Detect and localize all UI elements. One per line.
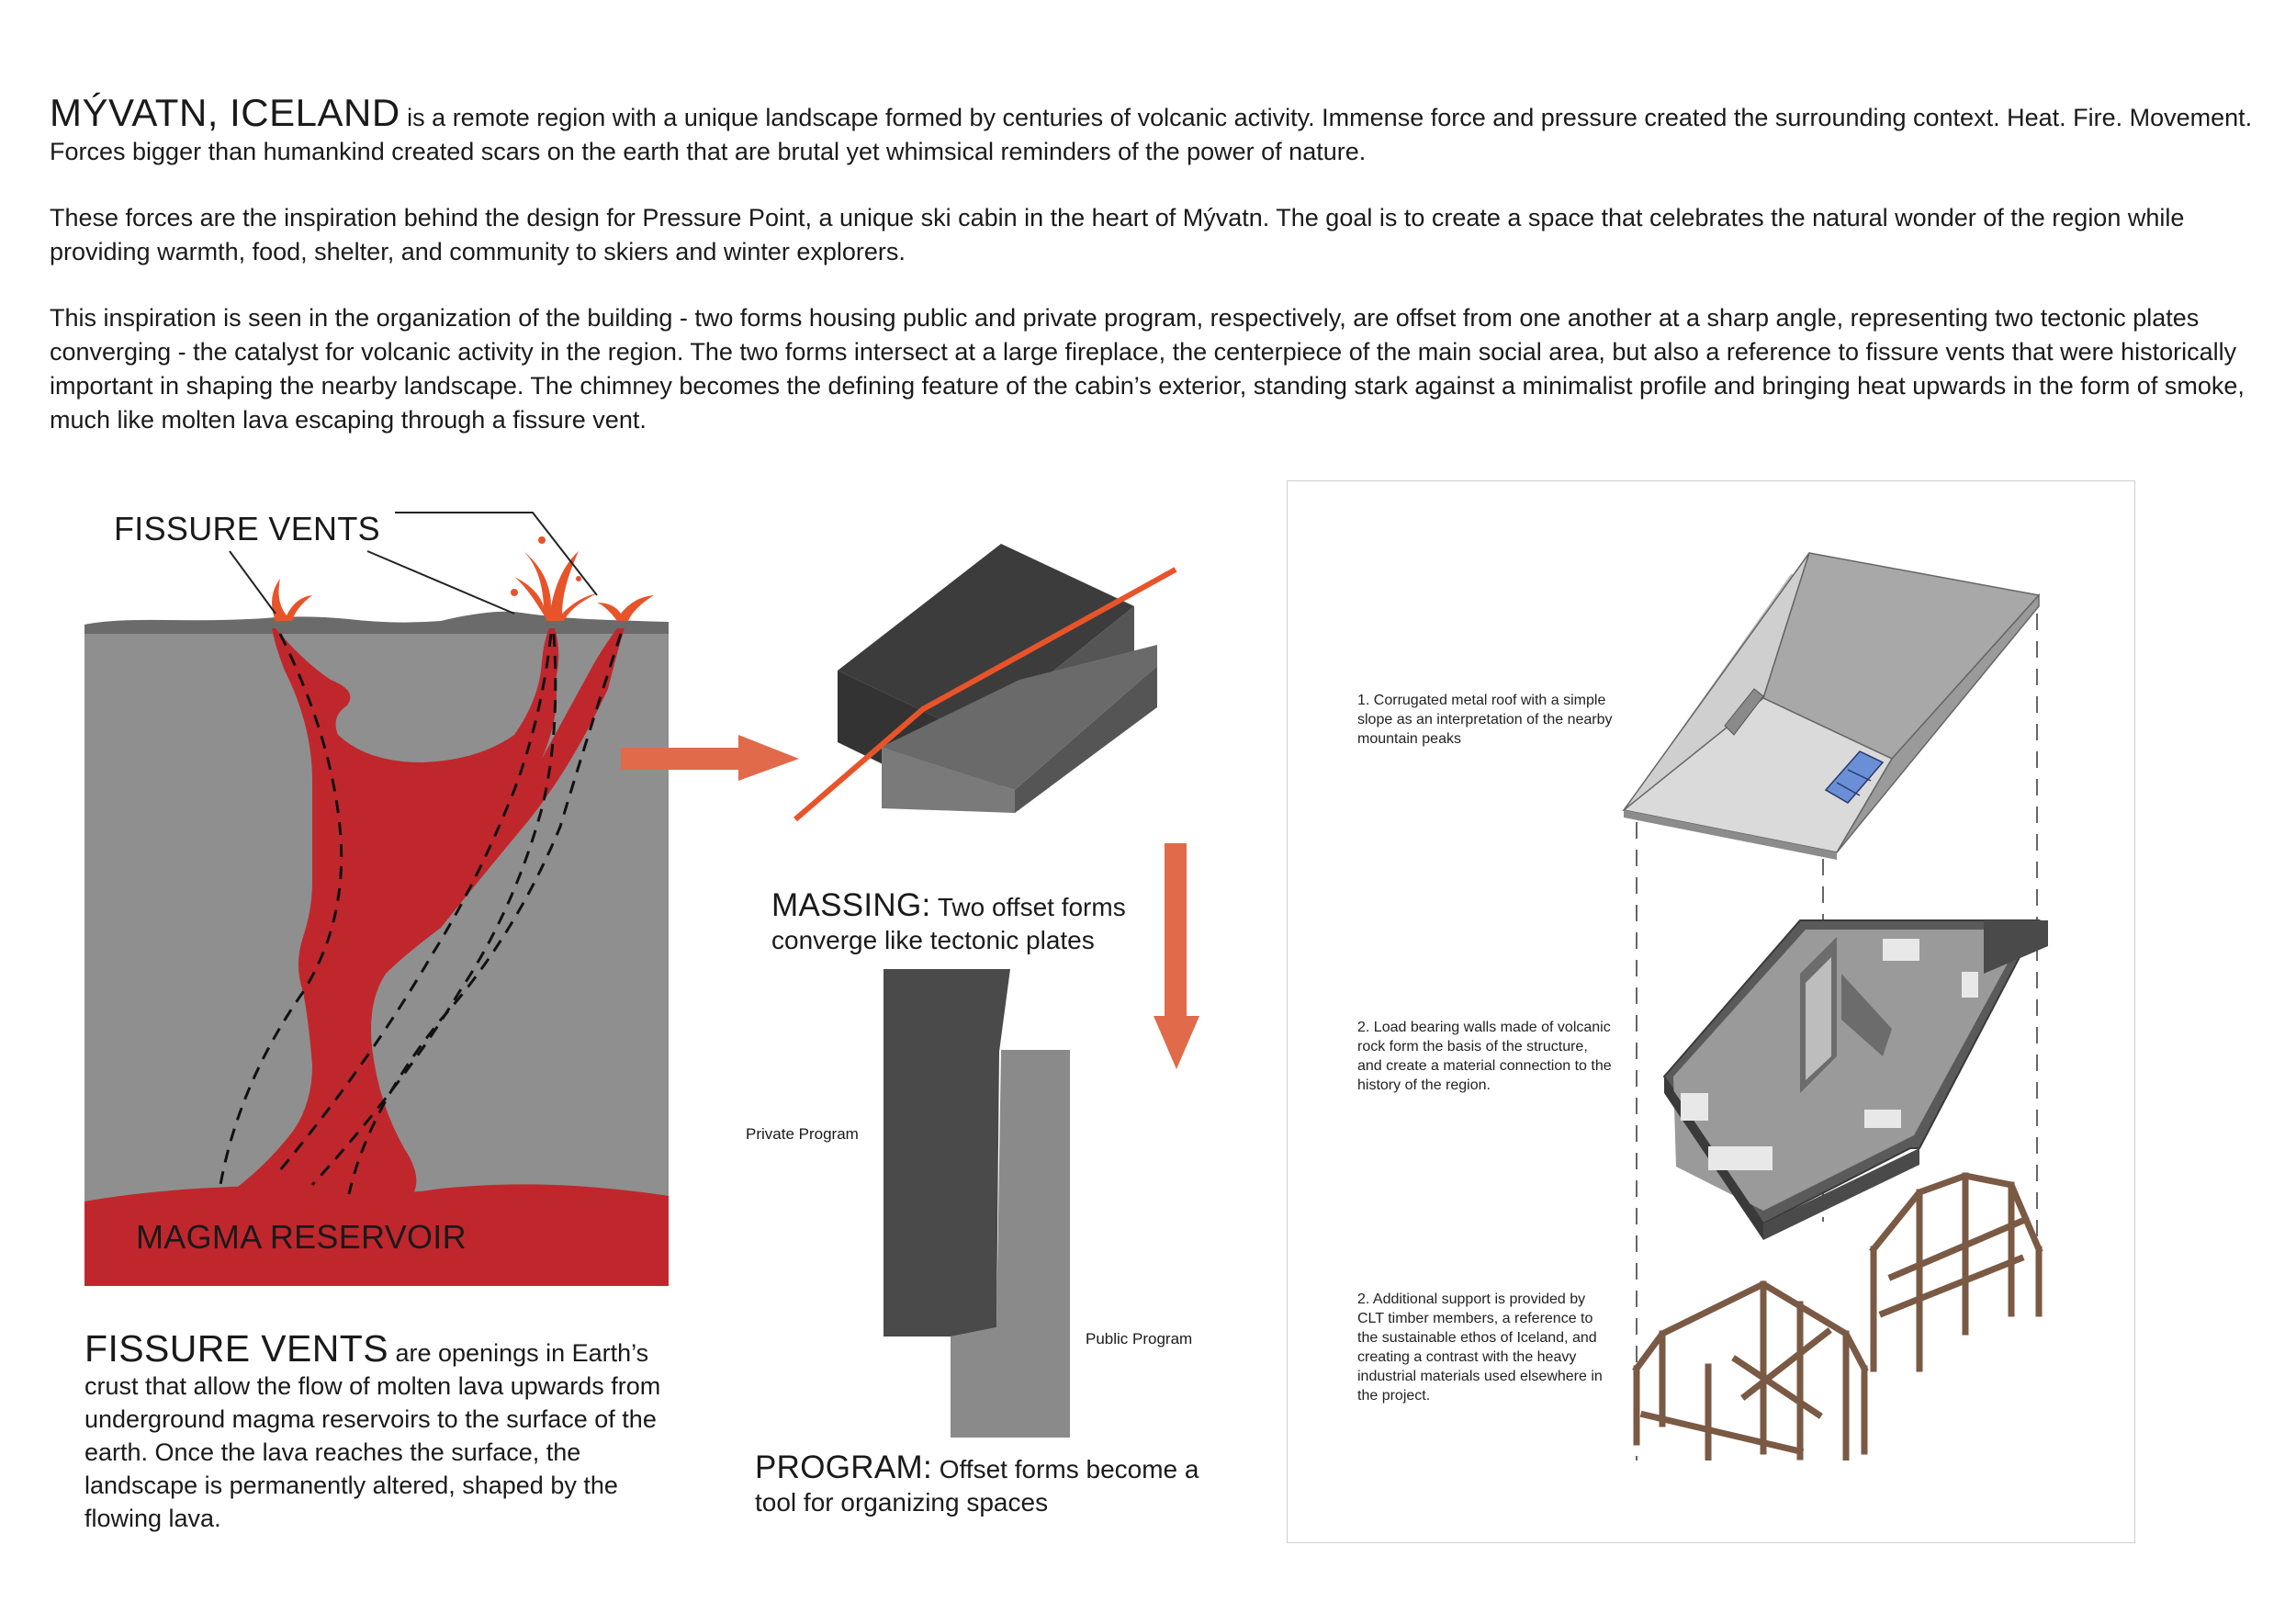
public-mass-top	[882, 645, 1157, 790]
down-arrow-icon	[1154, 843, 1199, 1069]
volcano-diagram	[84, 512, 669, 1286]
program-caption: PROGRAM: Offset forms become a tool for …	[755, 1451, 1232, 1519]
walls-note: 2. Load bearing walls made of volcanic r…	[1357, 1020, 1612, 1093]
lava-flow-lines	[219, 633, 623, 1195]
ground-surface	[84, 611, 669, 634]
roof-note: 1. Corrugated metal roof with a simple s…	[1357, 693, 1613, 747]
walls-layer	[1662, 919, 2048, 1240]
massing-caption: MASSING: Two offset forms converge like …	[771, 889, 1176, 957]
timber-frame-layer	[1632, 1172, 2043, 1460]
program-diagram	[884, 969, 1070, 1438]
intro-paragraph-3: This inspiration is seen in the organiza…	[50, 304, 2245, 434]
roof-layer	[1622, 552, 2041, 860]
program-body: Offset forms become a tool for organizin…	[755, 1455, 1199, 1517]
private-mass-top	[838, 544, 1134, 735]
tectonic-line	[793, 567, 1177, 822]
intro-body-1: is a remote region with a unique landsca…	[50, 104, 2253, 165]
massing-diagram	[793, 544, 1177, 822]
public-program-label: Public Program	[1086, 1330, 1193, 1348]
massing-body: Two offset forms converge like tectonic …	[771, 893, 1126, 954]
exploded-axon-drawing	[1622, 552, 2048, 1460]
magma-reservoir	[84, 1184, 669, 1286]
massing-lead: MASSING:	[771, 887, 931, 923]
exploded-axon-panel	[1287, 480, 2135, 1543]
fissure-vents-body: are openings in Earth’s crust that allow…	[84, 1339, 661, 1532]
lava-plume	[228, 628, 625, 1194]
intro-text: MÝVATN, ICELAND is a remote region with …	[50, 94, 2254, 469]
timber-note: 2. Additional support is provided by CLT…	[1357, 1291, 1603, 1404]
private-program-label: Private Program	[746, 1125, 859, 1143]
right-arrow-icon	[621, 735, 799, 781]
fissure-vents-description: FISSURE VENTS are openings in Earth’s cr…	[84, 1330, 672, 1535]
public-program-block	[951, 1050, 1070, 1438]
intro-paragraph-2: These forces are the inspiration behind …	[50, 204, 2185, 265]
intro-lead: MÝVATN, ICELAND	[50, 91, 400, 134]
reservoir-label: MAGMA RESERVOIR	[136, 1218, 467, 1256]
private-program-block	[884, 969, 1010, 1336]
intro-paragraph-1: MÝVATN, ICELAND is a remote region with …	[50, 94, 2254, 169]
vent-flames-icon	[272, 536, 654, 621]
solar-panel-icon	[1824, 750, 1885, 804]
vents-leader-lines	[229, 512, 598, 615]
program-lead: PROGRAM:	[755, 1449, 932, 1485]
vents-label: FISSURE VENTS	[114, 510, 380, 547]
fissure-vents-lead: FISSURE VENTS	[84, 1327, 388, 1370]
